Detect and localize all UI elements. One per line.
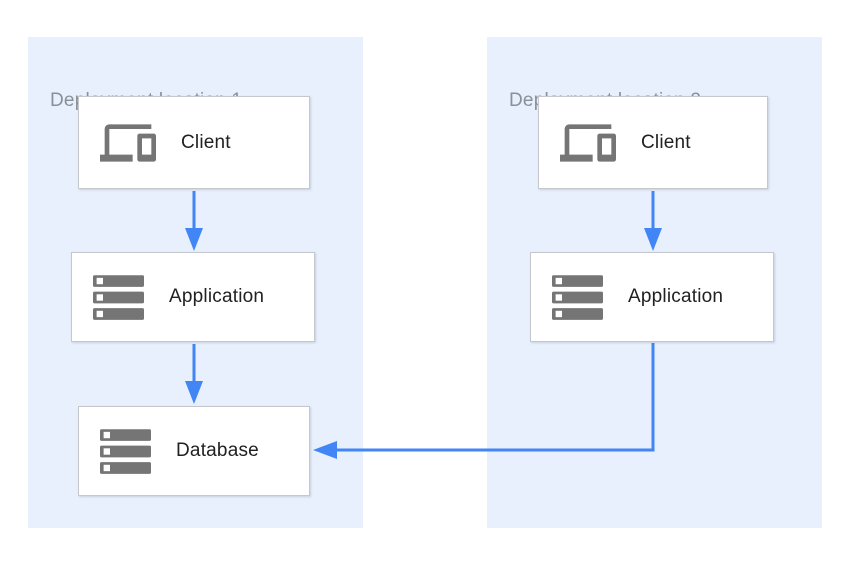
node-client-2: Client: [538, 96, 768, 189]
devices-icon: [560, 115, 616, 171]
server-stack-icon: [93, 274, 144, 320]
server-stack-icon: [552, 274, 603, 320]
node-client-1: Client: [78, 96, 310, 189]
node-label: Client: [181, 131, 231, 153]
node-database-1: Database: [78, 406, 310, 496]
node-application-1: Application: [71, 252, 315, 342]
node-application-2: Application: [530, 252, 774, 342]
server-stack-icon: [100, 428, 151, 474]
node-label: Database: [176, 440, 259, 461]
node-label: Application: [628, 286, 724, 307]
devices-icon: [100, 115, 156, 171]
node-label: Application: [169, 286, 265, 307]
node-label: Client: [641, 131, 691, 153]
